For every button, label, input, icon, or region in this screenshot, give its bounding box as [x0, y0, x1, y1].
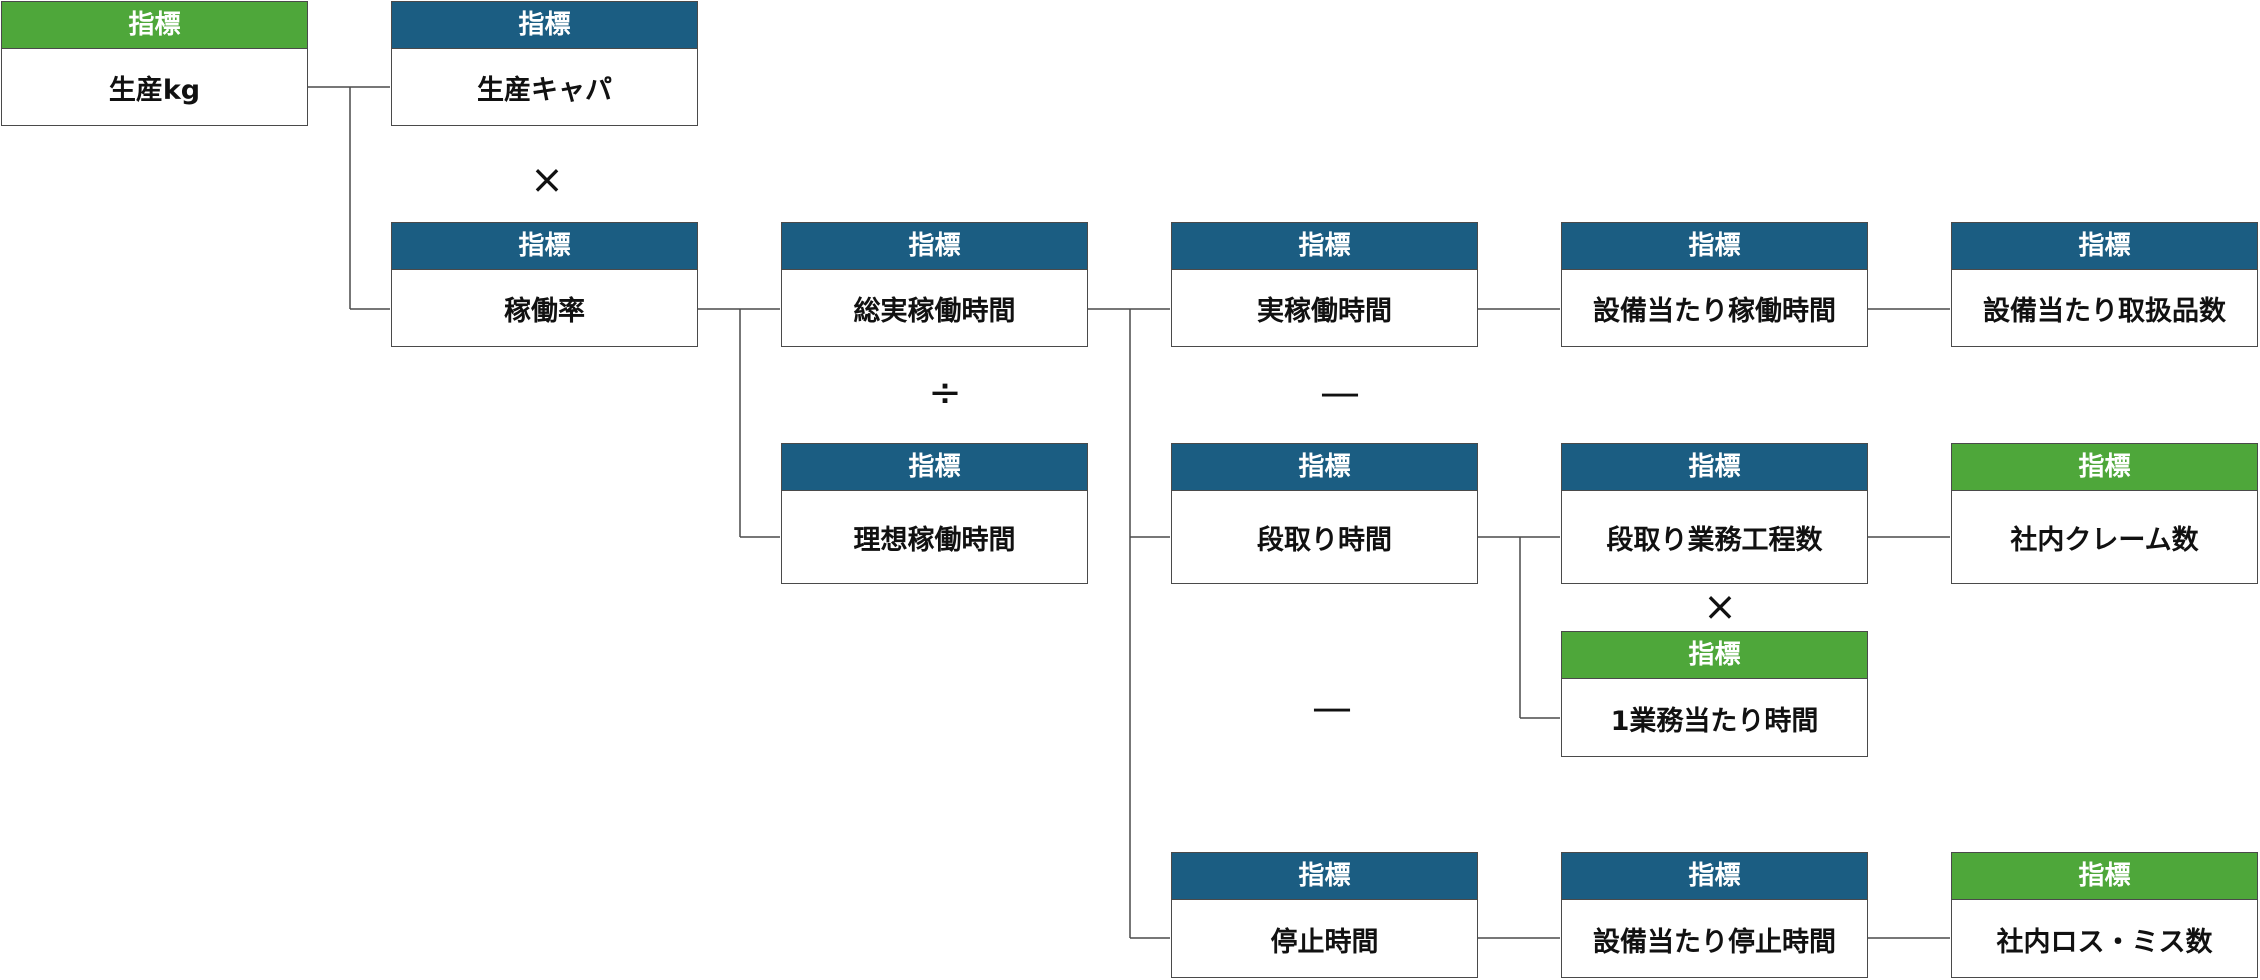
node-handled-items-per-equipment: 指標 設備当たり取扱品数 [1951, 222, 2258, 347]
node-header: 指標 [1562, 223, 1867, 270]
node-label: 理想稼働時間 [853, 525, 1016, 556]
node-label: 生産kg [108, 75, 201, 106]
node-header: 指標 [392, 2, 697, 49]
node-label: 設備当たり停止時間 [1593, 926, 1836, 958]
node-label: 段取り業務工程数 [1606, 525, 1823, 556]
node-total-actual-operating-time: 指標 総実稼働時間 [781, 222, 1088, 347]
node-operating-time-per-equipment: 指標 設備当たり稼働時間 [1561, 222, 1868, 347]
node-production-kg: 指標 生産kg [1, 1, 308, 126]
node-header: 指標 [1562, 853, 1867, 900]
node-label: 設備当たり稼働時間 [1593, 296, 1836, 327]
node-setup-time: 指標 段取り時間 [1171, 443, 1478, 584]
minus-operator: — [1320, 370, 1360, 416]
divide-operator: ÷ [928, 370, 962, 416]
node-header: 指標 [1952, 223, 2257, 270]
node-header: 指標 [1172, 444, 1477, 491]
node-label: 実稼働時間 [1257, 296, 1392, 327]
node-header: 指標 [1172, 223, 1477, 270]
node-header: 指標 [1952, 853, 2257, 900]
node-header: 指標 [1952, 444, 2257, 491]
node-internal-complaints: 指標 社内クレーム数 [1951, 443, 2258, 584]
node-internal-loss-errors: 指標 社内ロス・ミス数 [1951, 852, 2258, 978]
node-setup-process-count: 指標 段取り業務工程数 [1561, 443, 1868, 584]
node-label: 1業務当たり時間 [1610, 705, 1819, 737]
node-label: 設備当たり取扱品数 [1983, 296, 2226, 327]
node-label: 段取り時間 [1257, 525, 1392, 556]
node-production-capacity: 指標 生産キャパ [391, 1, 698, 126]
node-ideal-operating-time: 指標 理想稼働時間 [781, 443, 1088, 584]
node-actual-operating-time: 指標 実稼働時間 [1171, 222, 1478, 347]
node-label: 社内ロス・ミス数 [1996, 926, 2213, 958]
multiply-operator: × [530, 157, 564, 203]
node-header: 指標 [2, 2, 307, 49]
node-label: 社内クレーム数 [2010, 525, 2199, 556]
node-operating-rate: 指標 稼働率 [391, 222, 698, 347]
node-downtime-per-equipment: 指標 設備当たり停止時間 [1561, 852, 1868, 978]
node-label: 停止時間 [1270, 926, 1379, 958]
node-header: 指標 [782, 223, 1087, 270]
node-header: 指標 [782, 444, 1087, 491]
node-downtime: 指標 停止時間 [1171, 852, 1478, 978]
node-label: 稼働率 [504, 296, 585, 327]
node-label: 生産キャパ [477, 75, 612, 106]
node-header: 指標 [1562, 444, 1867, 491]
node-header: 指標 [1562, 632, 1867, 679]
minus-operator: — [1312, 685, 1352, 731]
node-header: 指標 [1172, 853, 1477, 900]
node-time-per-task: 指標 1業務当たり時間 [1561, 631, 1868, 757]
node-header: 指標 [392, 223, 697, 270]
multiply-operator: × [1703, 584, 1737, 630]
node-label: 総実稼働時間 [853, 296, 1016, 327]
